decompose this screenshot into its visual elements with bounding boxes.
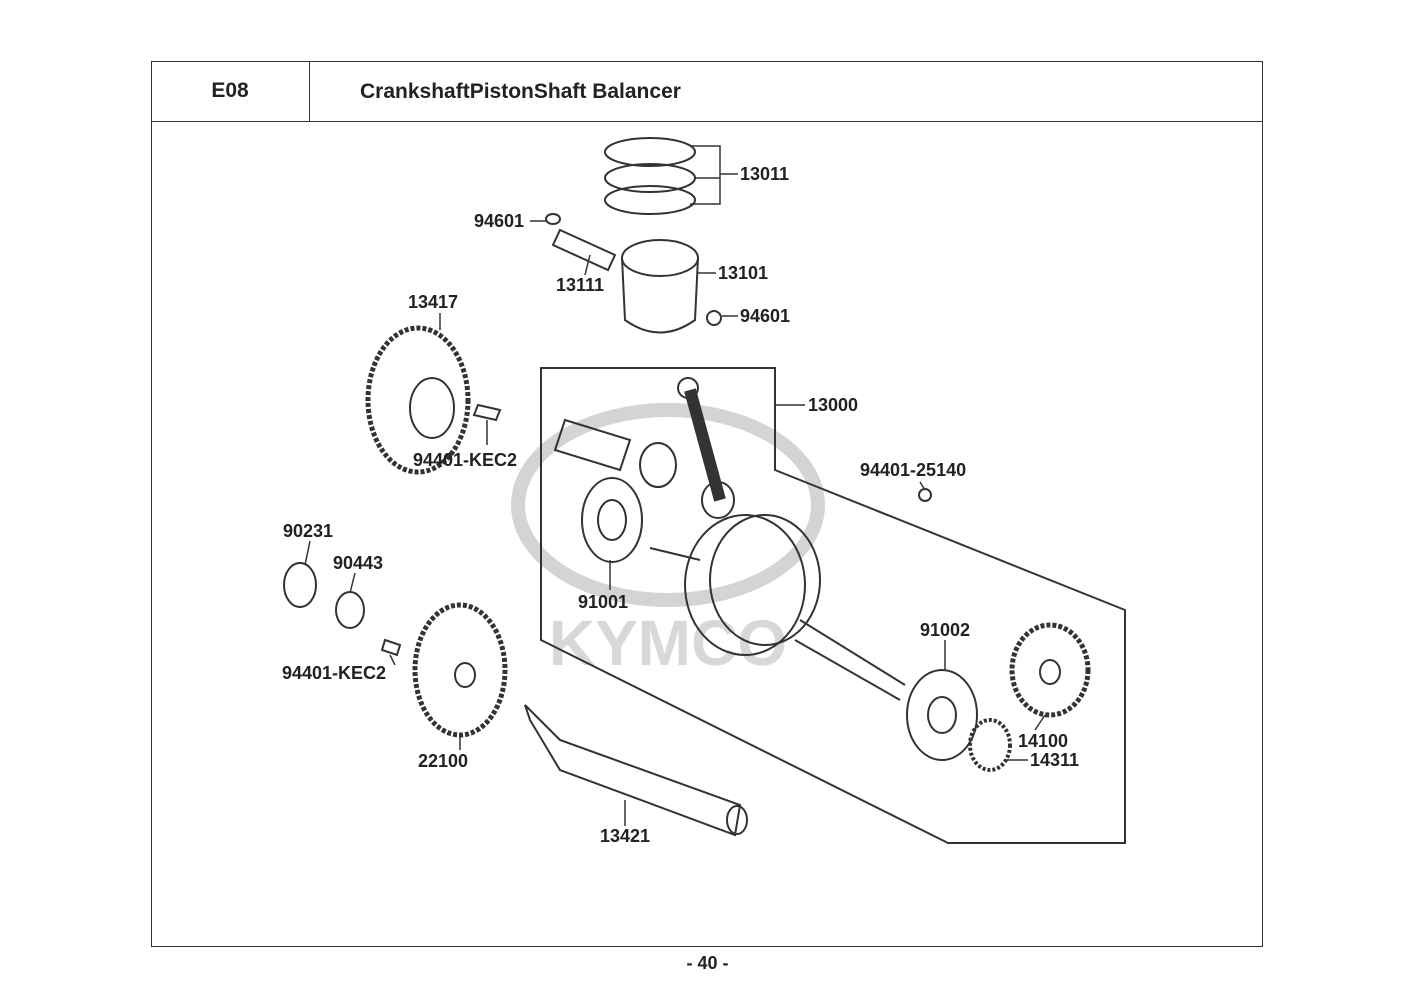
part-label: 91002 xyxy=(920,620,971,640)
part-label: 13101 xyxy=(718,263,769,283)
leader-lines xyxy=(304,145,1046,826)
part-label: 13000 xyxy=(808,395,859,415)
kymco-watermark-logo: KYMCO xyxy=(511,403,825,679)
key xyxy=(380,638,402,657)
crank-pin xyxy=(553,418,632,472)
section-code: E08 xyxy=(151,61,310,122)
piston xyxy=(621,239,699,334)
crankshaft xyxy=(649,514,906,701)
needle-bearing xyxy=(639,442,677,488)
part-label: 13111 xyxy=(556,275,605,295)
header-divider xyxy=(310,121,1263,122)
circlip xyxy=(545,213,561,225)
watermark-text: KYMCO xyxy=(549,607,787,679)
part-label: 91001 xyxy=(578,592,629,612)
pinion-gear xyxy=(968,718,1012,772)
circlip xyxy=(706,310,722,326)
timing-gear xyxy=(1009,622,1091,718)
part-label: 13417 xyxy=(408,292,459,312)
part-label: 13011 xyxy=(740,164,790,184)
bearing xyxy=(581,477,643,563)
part-label: 94401-KEC2 xyxy=(282,663,387,683)
balancer-shaft xyxy=(524,704,748,837)
part-label: 94401-KEC2 xyxy=(413,450,518,470)
crankshaft-assembly-boundary xyxy=(540,367,1126,844)
part-label: 13421 xyxy=(600,826,651,846)
part-label: 94601 xyxy=(740,306,791,326)
part-label: 94401-25140 xyxy=(860,460,967,480)
key xyxy=(472,403,502,422)
washer xyxy=(335,591,365,629)
diagram-frame xyxy=(151,61,1263,947)
nut xyxy=(283,562,317,608)
part-label: 90443 xyxy=(333,553,384,573)
drive-gear xyxy=(365,325,471,475)
piston-pin xyxy=(551,228,617,272)
bearing xyxy=(906,669,978,761)
part-label: 90231 xyxy=(283,521,334,541)
piston-rings xyxy=(604,137,696,215)
balancer-drive-gear xyxy=(412,602,508,738)
page-number: - 40 - xyxy=(686,953,729,973)
key xyxy=(918,488,932,502)
part-label: 14100 xyxy=(1018,731,1069,751)
part-label: 22100 xyxy=(418,751,469,771)
part-label: 94601 xyxy=(474,211,525,231)
part-label: 14311 xyxy=(1030,750,1080,770)
